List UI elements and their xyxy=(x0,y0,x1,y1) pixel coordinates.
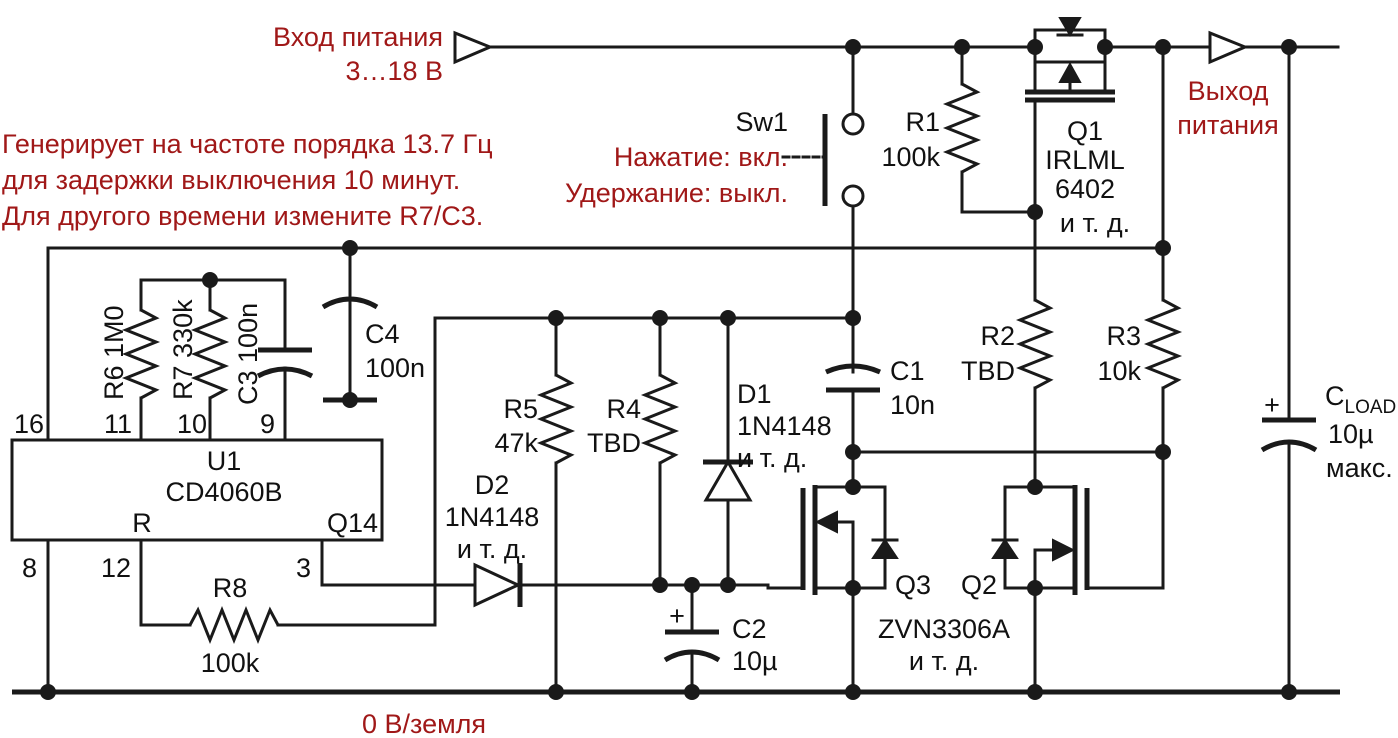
c3-value: 100n xyxy=(233,303,263,363)
u1-part: CD4060B xyxy=(165,477,282,507)
q23-etc: и т. д. xyxy=(909,646,979,676)
u1-pin-r: R xyxy=(132,508,152,538)
r3-name: R3 xyxy=(1106,321,1141,351)
r4-value: TBD xyxy=(587,428,641,458)
r8-value: 100k xyxy=(201,648,260,678)
d1-etc: и т. д. xyxy=(737,443,807,473)
sw1-hold-label: Удержание: выкл. xyxy=(565,178,788,208)
r7-value: 330k xyxy=(168,299,198,358)
pin-12: 12 xyxy=(101,553,131,583)
capacitor-cload xyxy=(1260,45,1318,694)
transistor-q3 xyxy=(766,485,899,694)
pin-11: 11 xyxy=(104,409,132,439)
cload-name-sub: LOAD xyxy=(1345,397,1397,418)
output-port-arrow xyxy=(1208,30,1249,65)
switch-sw1 xyxy=(781,45,865,320)
c2-value: 10µ xyxy=(732,646,778,676)
c1-name: C1 xyxy=(890,356,925,386)
q1-etc: и т. д. xyxy=(1060,208,1130,238)
r5-value: 47k xyxy=(494,428,538,458)
d2-part: 1N4148 xyxy=(445,502,540,532)
resistor-r3 xyxy=(1085,45,1183,590)
q23-part: ZVN3306A xyxy=(878,614,1010,644)
cload-name: CLOAD xyxy=(1325,381,1396,418)
q2-name: Q2 xyxy=(961,570,997,600)
u1-pin-q14: Q14 xyxy=(327,508,378,538)
r5-name: R5 xyxy=(503,394,538,424)
resistor-r1 xyxy=(942,45,1037,214)
timing-note-1: Генерирует на частоте порядка 13.7 Гц xyxy=(2,129,493,159)
r1-value: 100k xyxy=(881,142,940,172)
u1-name: U1 xyxy=(207,446,242,476)
r7-label: R7 330k xyxy=(168,299,198,400)
pin-3: 3 xyxy=(296,553,311,583)
ic-u1 xyxy=(10,246,384,694)
cload-value: 10µ xyxy=(1328,419,1374,449)
cload-plus: + xyxy=(1264,390,1280,420)
pin-9: 9 xyxy=(260,409,275,439)
c3-name: C3 xyxy=(233,370,263,405)
d1-part: 1N4148 xyxy=(737,411,832,441)
r2-name: R2 xyxy=(980,321,1015,351)
r3-value: 10k xyxy=(1097,356,1141,386)
r1-name: R1 xyxy=(905,107,940,137)
pin-10: 10 xyxy=(177,409,207,439)
diode-d2 xyxy=(320,538,523,608)
r6-name: R6 xyxy=(99,365,129,400)
c2-name: C2 xyxy=(732,614,767,644)
input-port-arrow xyxy=(453,30,494,65)
d2-etc: и т. д. xyxy=(457,534,527,564)
resistor-r8 xyxy=(139,316,437,645)
c3-label: C3 100n xyxy=(233,303,263,405)
q3-name: Q3 xyxy=(895,570,931,600)
ground-label: 0 В/земля xyxy=(362,709,486,738)
c4-name: C4 xyxy=(365,319,400,349)
pin-16: 16 xyxy=(14,409,44,439)
q1-part2: 6402 xyxy=(1055,174,1115,204)
d2-name: D2 xyxy=(475,470,510,500)
r4-name: R4 xyxy=(606,394,641,424)
c4-value: 100n xyxy=(365,353,425,383)
vin-label: Вход питания xyxy=(273,22,443,52)
q1-name: Q1 xyxy=(1067,116,1103,146)
sw1-press-label: Нажатие: вкл. xyxy=(614,142,788,172)
sw1-name: Sw1 xyxy=(735,107,788,137)
vout-label: Выход xyxy=(1188,76,1269,106)
vout-label-2: питания xyxy=(1177,110,1278,140)
capacitor-c1 xyxy=(824,316,1165,489)
r8-name: R8 xyxy=(213,573,248,603)
r6-label: R6 1M0 xyxy=(99,305,129,400)
r7-name: R7 xyxy=(168,365,198,400)
timing-note-2: для задержки выключения 10 минут. xyxy=(2,165,460,195)
transistor-q2 xyxy=(991,485,1090,694)
oscillator-network xyxy=(121,278,314,442)
vin-voltage: 3…18 В xyxy=(345,56,443,86)
top-supply-rail xyxy=(453,30,1340,65)
q1-part1: IRLML xyxy=(1045,145,1125,175)
gate-network xyxy=(518,316,770,694)
junction-dots xyxy=(40,39,1297,700)
r2-value: TBD xyxy=(961,356,1015,386)
cload-name-main: C xyxy=(1325,381,1345,411)
d1-name: D1 xyxy=(737,379,772,409)
cload-note: макс. xyxy=(1326,453,1393,483)
pin-8: 8 xyxy=(22,553,37,583)
c2-plus: + xyxy=(669,601,685,631)
resistor-r2 xyxy=(1015,298,1055,489)
timing-note-3: Для другого времени измените R7/C3. xyxy=(2,201,483,231)
c1-value: 10n xyxy=(890,390,935,420)
r6-value: 1M0 xyxy=(99,305,129,358)
